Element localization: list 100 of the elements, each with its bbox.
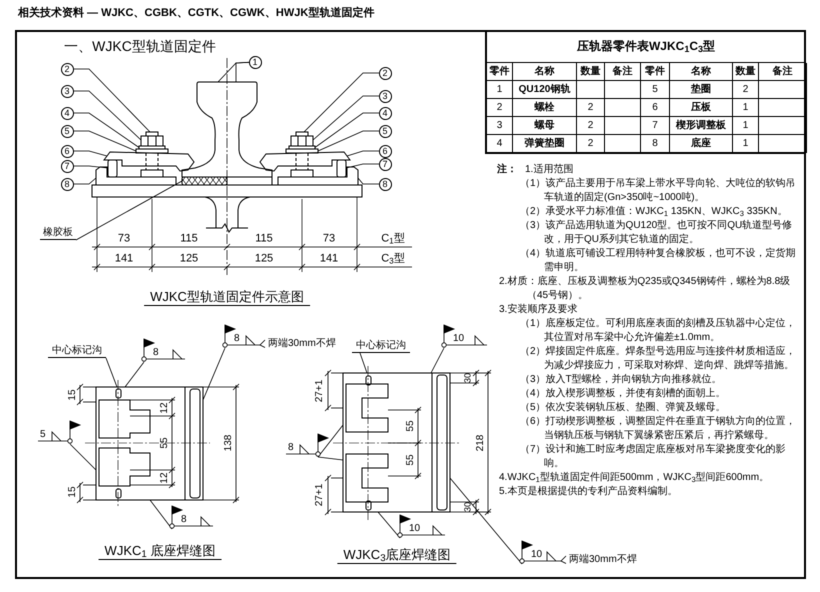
weld-note: 两端30mm不焊 — [569, 555, 637, 565]
part-name: QU120钢轨 — [518, 84, 570, 94]
leader-line — [318, 424, 344, 458]
note-text: 5.本页是根据提供的专利产品资料编制。 — [498, 485, 678, 499]
leader-line — [346, 150, 380, 156]
part-number: 7 — [652, 120, 658, 130]
part-number: 1 — [496, 84, 502, 94]
callout-number: 2 — [378, 66, 392, 80]
weld-size: 8 — [234, 334, 240, 344]
note-text: （2）焊接固定件底座。焊条型号选用应与连接件材质相适应，为减少焊接应力，可采取对称焊、逆向焊、跳焊等措施。 — [519, 345, 797, 373]
dimension-label: 115 — [255, 234, 273, 244]
part-number: 2 — [496, 102, 502, 112]
leader-line — [72, 166, 108, 168]
leader-line — [72, 68, 150, 132]
dimension-label: 15 — [68, 486, 78, 498]
callout-number: 5 — [60, 124, 74, 138]
column-header: 数量 — [736, 66, 756, 76]
dimension-label: 125 — [254, 254, 274, 264]
base-plate-drawing — [84, 380, 210, 506]
dimension-label: 73 — [322, 234, 336, 244]
leader-line — [430, 348, 444, 374]
wedge-plate — [336, 160, 346, 178]
callout-number: 3 — [378, 90, 392, 102]
leader-label: 橡胶板 — [40, 226, 76, 240]
part-number: 4 — [496, 138, 502, 148]
leader-line — [202, 348, 226, 400]
callout-number: 7 — [378, 158, 392, 170]
weld-size: 10 — [409, 524, 420, 534]
leader-line — [378, 512, 400, 538]
section-heading: 一、WJKC型轨道固定件 — [64, 39, 216, 53]
dimension-label: 12 — [160, 402, 170, 414]
dimension-label: 12 — [160, 472, 170, 484]
weld-symbol — [441, 324, 487, 348]
weld-size: 8 — [288, 443, 294, 453]
weld-size: 8 — [153, 348, 159, 358]
dimension-label: 30 — [464, 373, 472, 383]
dimension-label: 141 — [114, 254, 134, 264]
bolt — [146, 132, 158, 170]
spring-washer — [138, 146, 166, 150]
leader-line — [318, 456, 344, 460]
part-name: 压板 — [691, 102, 711, 112]
quantity: 1 — [742, 102, 748, 112]
quantity: 1 — [742, 120, 748, 130]
bolt — [296, 132, 308, 170]
dimension-label: 125 — [180, 254, 198, 264]
leader-line — [150, 500, 172, 530]
type-label: C$_{3}$型 — [381, 254, 405, 264]
leader-line — [450, 478, 522, 564]
weld-note: 两端30mm不焊 — [268, 339, 336, 349]
weld-size: 8 — [181, 515, 187, 525]
dimension-label: 55 — [406, 454, 416, 466]
quantity: 2 — [588, 138, 594, 148]
quantity: 2 — [588, 102, 594, 112]
column-header: 备注 — [772, 66, 792, 76]
weld-symbol — [222, 324, 266, 348]
note-text: 4.WJKC$_{1}$型轨道固定件间距500mm，WJKC$_{3}$型间距600mm。 — [498, 471, 770, 485]
part-number: 8 — [652, 138, 658, 148]
weld-symbol — [286, 433, 330, 457]
callout-number: 6 — [378, 144, 392, 158]
column-header: 数量 — [580, 66, 600, 76]
note-text: （1）底座板定位。可利用底座表面的刻槽及压轨器中心定位，其位置对吊车梁中心允许偏差±1.0mm。 — [519, 317, 797, 345]
clamp-plate — [103, 152, 195, 172]
weld-size: 10 — [453, 334, 464, 344]
base-plate-drawing — [332, 366, 460, 520]
callout-number: 4 — [378, 106, 392, 120]
leader-line — [304, 72, 380, 132]
callout-number: 5 — [378, 124, 392, 138]
weld-symbol — [169, 505, 213, 529]
leader-label: 中心标记沟 — [352, 339, 410, 353]
dimension-label: 141 — [320, 254, 338, 264]
callout-number: 8 — [378, 178, 392, 190]
dimension-label: 27+1 — [315, 380, 325, 402]
weld-symbol — [38, 420, 82, 444]
leader-label: 中心标记沟 — [48, 344, 106, 358]
weld-size: 5 — [40, 430, 46, 440]
nut — [290, 136, 314, 146]
note-text: （6）打动楔形调整板，调整固定件在垂直于钢轨方向的位置，当钢轨压板与钢轨下翼缘紧密压紧后，再拧紧螺母。 — [519, 415, 797, 443]
figure-caption: WJKC$_{3}$底座焊缝图 — [337, 548, 457, 564]
leader-line — [72, 130, 136, 152]
callout-number: 3 — [60, 84, 74, 98]
column-header: 名称 — [534, 66, 554, 76]
dimension-label: 138 — [224, 434, 234, 452]
part-number: 6 — [652, 102, 658, 112]
callout-number: 2 — [60, 62, 74, 76]
note-text: （4）轨道底可铺设工程用特种复合橡胶板，也可不设，定货期需申明。 — [519, 247, 797, 275]
part-name: 垫圈 — [691, 84, 711, 94]
dimension-label: 218 — [476, 434, 486, 452]
column-header: 零件 — [645, 66, 665, 76]
part-name: 螺栓 — [534, 102, 554, 112]
leader-line — [72, 112, 140, 148]
leader-line — [360, 352, 368, 374]
note-text: （4）放入楔形调整板，并使有刻槽的面朝上。 — [519, 387, 727, 401]
rail — [182, 82, 272, 178]
part-name: 螺母 — [534, 120, 554, 130]
callout-number: 8 — [60, 178, 74, 190]
leader-line — [124, 362, 144, 388]
note-text: （2）承受水平力标准值：WJKC$_{1}$ 135KN、WJKC$_{3}$ 335KN。 — [519, 205, 788, 219]
type-label: C$_{1}$型 — [381, 234, 405, 244]
callout-number: 4 — [60, 106, 74, 120]
column-header: 备注 — [612, 66, 632, 76]
